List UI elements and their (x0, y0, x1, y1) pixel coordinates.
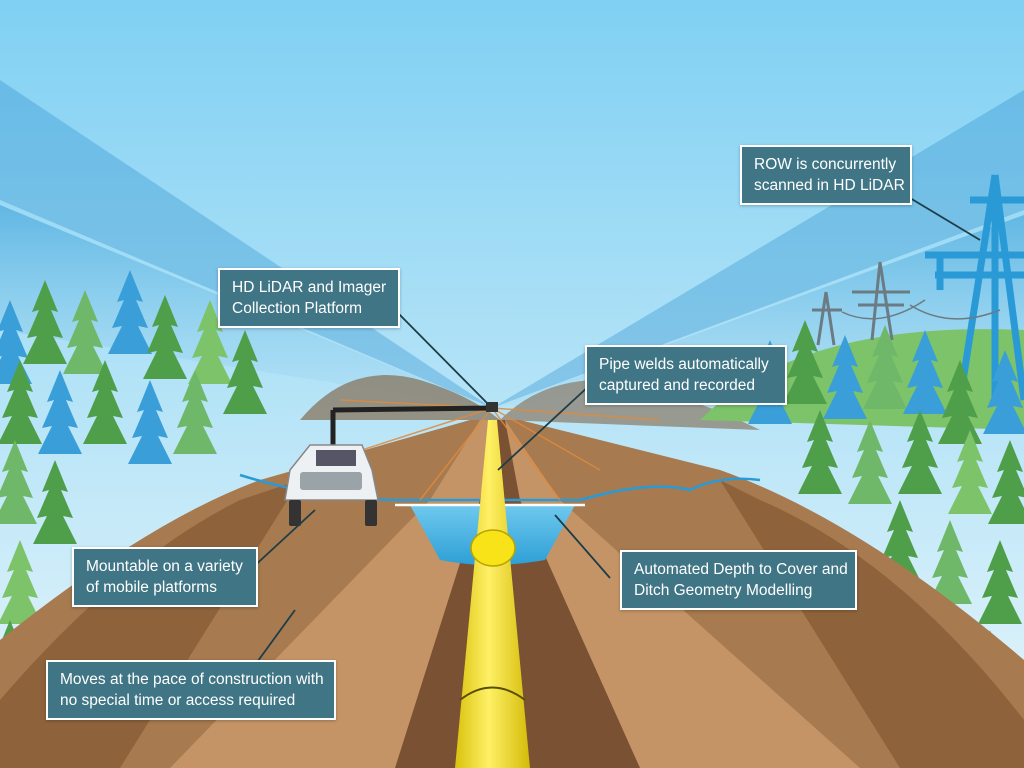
callout-mountable-line2: of mobile platforms (86, 577, 244, 598)
callout-lidar-platform-line2: Collection Platform (232, 298, 386, 319)
callout-mountable-line1: Mountable on a variety (86, 556, 244, 577)
callout-row-scan-line2: scanned in HD LiDAR (754, 175, 898, 196)
callout-pace-line2: no special time or access required (60, 690, 322, 711)
callout-pace: Moves at the pace of construction with n… (46, 660, 336, 720)
callout-pipe-welds-line2: captured and recorded (599, 375, 773, 396)
callout-lidar-platform: HD LiDAR and Imager Collection Platform (218, 268, 400, 328)
callout-pipe-welds-line1: Pipe welds automatically (599, 354, 773, 375)
callout-row-scan: ROW is concurrently scanned in HD LiDAR (740, 145, 912, 205)
callout-depth-cover-line2: Ditch Geometry Modelling (634, 580, 843, 601)
callout-lidar-platform-line1: HD LiDAR and Imager (232, 277, 386, 298)
callout-depth-cover-line1: Automated Depth to Cover and (634, 559, 843, 580)
callout-row-scan-line1: ROW is concurrently (754, 154, 898, 175)
callout-depth-cover: Automated Depth to Cover and Ditch Geome… (620, 550, 857, 610)
callout-mountable: Mountable on a variety of mobile platfor… (72, 547, 258, 607)
callout-pace-line1: Moves at the pace of construction with (60, 669, 322, 690)
callout-pipe-welds: Pipe welds automatically captured and re… (585, 345, 787, 405)
